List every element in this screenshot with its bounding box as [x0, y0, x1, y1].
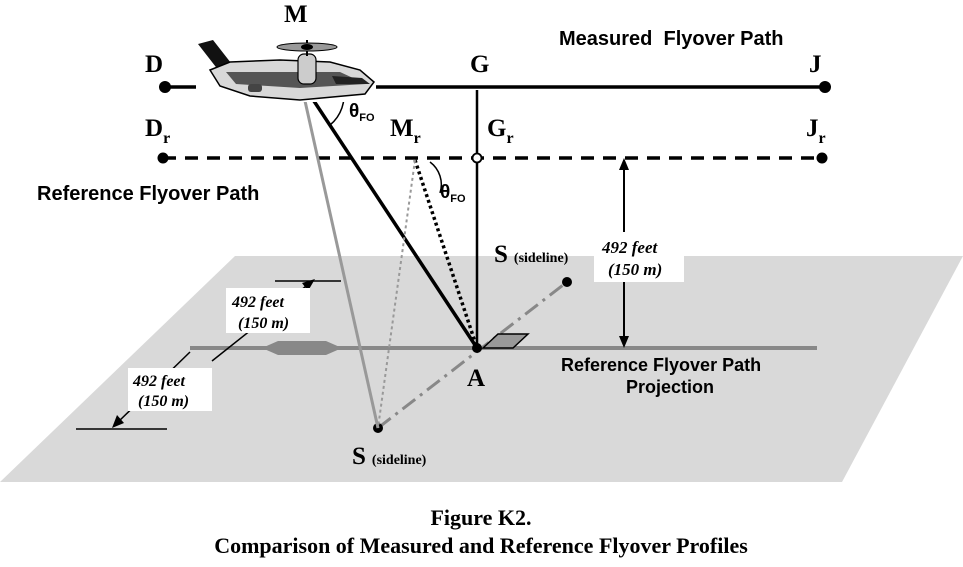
caption-figure-number: Figure K2.: [430, 505, 531, 530]
label-j: J: [809, 51, 822, 78]
point-a: [472, 343, 482, 353]
side-dimension-feet-lower: 492 feet: [132, 373, 186, 390]
side-dimension-arrow-upper: [302, 279, 315, 291]
runway-thick-section: [262, 341, 342, 355]
point-dr: [157, 152, 169, 164]
measured-path-label: Measured Flyover Path: [559, 28, 784, 50]
label-dr: Dr: [145, 115, 170, 147]
angle-label-measured: θFO: [349, 101, 375, 124]
sideline-line: [377, 280, 568, 430]
label-m: M: [284, 1, 308, 28]
aircraft-icon: [196, 30, 376, 102]
label-mr: Mr: [390, 115, 421, 147]
point-gr: [471, 152, 483, 164]
label-d: D: [145, 51, 163, 78]
vertical-dimension-label-box: [594, 232, 684, 282]
vertical-dimension-meters: (150 m): [608, 260, 662, 279]
reference-path-label: Reference Flyover Path: [37, 183, 259, 205]
label-s-near: S(sideline): [352, 443, 427, 470]
projection-label-line2: Projection: [626, 377, 714, 397]
side-dimension-meters-lower: (150 m): [138, 393, 189, 410]
slant-m-to-a: [306, 91, 479, 349]
point-jr: [816, 152, 828, 164]
vertical-dimension-arrow-top: [619, 158, 629, 170]
slant-mr-to-a: [413, 159, 479, 349]
side-dimension-arrow-lower: [112, 415, 124, 428]
angle-label-reference: θFO: [440, 182, 466, 205]
label-a: A: [467, 365, 485, 392]
label-gr: Gr: [487, 115, 514, 147]
side-dimension-label-box-lower: [128, 368, 212, 411]
label-s-far: S(sideline): [494, 241, 569, 268]
vertical-dimension-arrow-bottom: [619, 336, 629, 348]
point-j: [819, 81, 831, 93]
vertical-dimension-feet: 492 feet: [601, 238, 659, 257]
microphone-pad: [481, 333, 530, 349]
side-dimension-meters-upper: (150 m): [238, 315, 289, 332]
point-s-far: [562, 277, 572, 287]
slant-m-to-s: [301, 91, 380, 429]
point-d: [159, 81, 171, 93]
angle-arc-reference: [429, 161, 443, 194]
side-dimension-feet-upper: 492 feet: [231, 294, 285, 311]
caption-title: Comparison of Measured and Reference Fly…: [214, 533, 748, 558]
label-g: G: [470, 51, 489, 78]
side-dimension-label-box-upper: [226, 288, 310, 333]
label-jr: Jr: [806, 115, 826, 147]
projection-label-line1: Reference Flyover Path: [561, 355, 761, 375]
